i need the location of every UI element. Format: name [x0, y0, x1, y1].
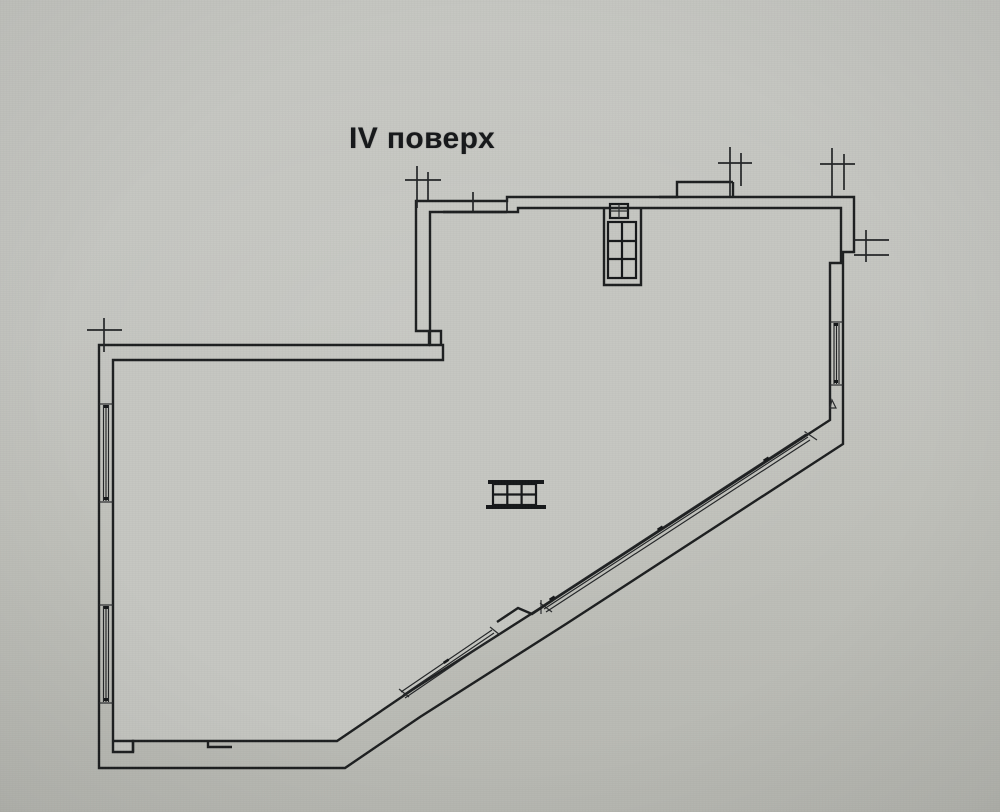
wall-step-bottom-mid: [206, 741, 232, 749]
window-left-lower: [99, 604, 113, 704]
partition-stub-west: [87, 318, 122, 352]
window-left-upper: [99, 403, 113, 503]
diagonal-wall-notch: [496, 599, 554, 623]
page-title: IV поверх: [348, 122, 496, 155]
partition-stub-east: [854, 230, 889, 262]
partition-stub-top-left: [405, 166, 441, 208]
window-right: [829, 321, 843, 409]
building-outline: [111, 206, 843, 754]
partition-stub-north-east: [820, 148, 855, 197]
partition-stub-north-mid: [718, 147, 752, 196]
wall-step-bottom-left: [113, 739, 135, 752]
window-diagonal-upper: [539, 431, 818, 614]
window-diagonal-lower: [398, 626, 501, 699]
wall-step-north: [659, 180, 735, 199]
stair-core-symbol: [486, 480, 546, 509]
outer-wall-edge: [97, 195, 856, 770]
elevator-shaft-symbol: [602, 202, 643, 287]
wall-notch-upper-left: [430, 329, 443, 345]
